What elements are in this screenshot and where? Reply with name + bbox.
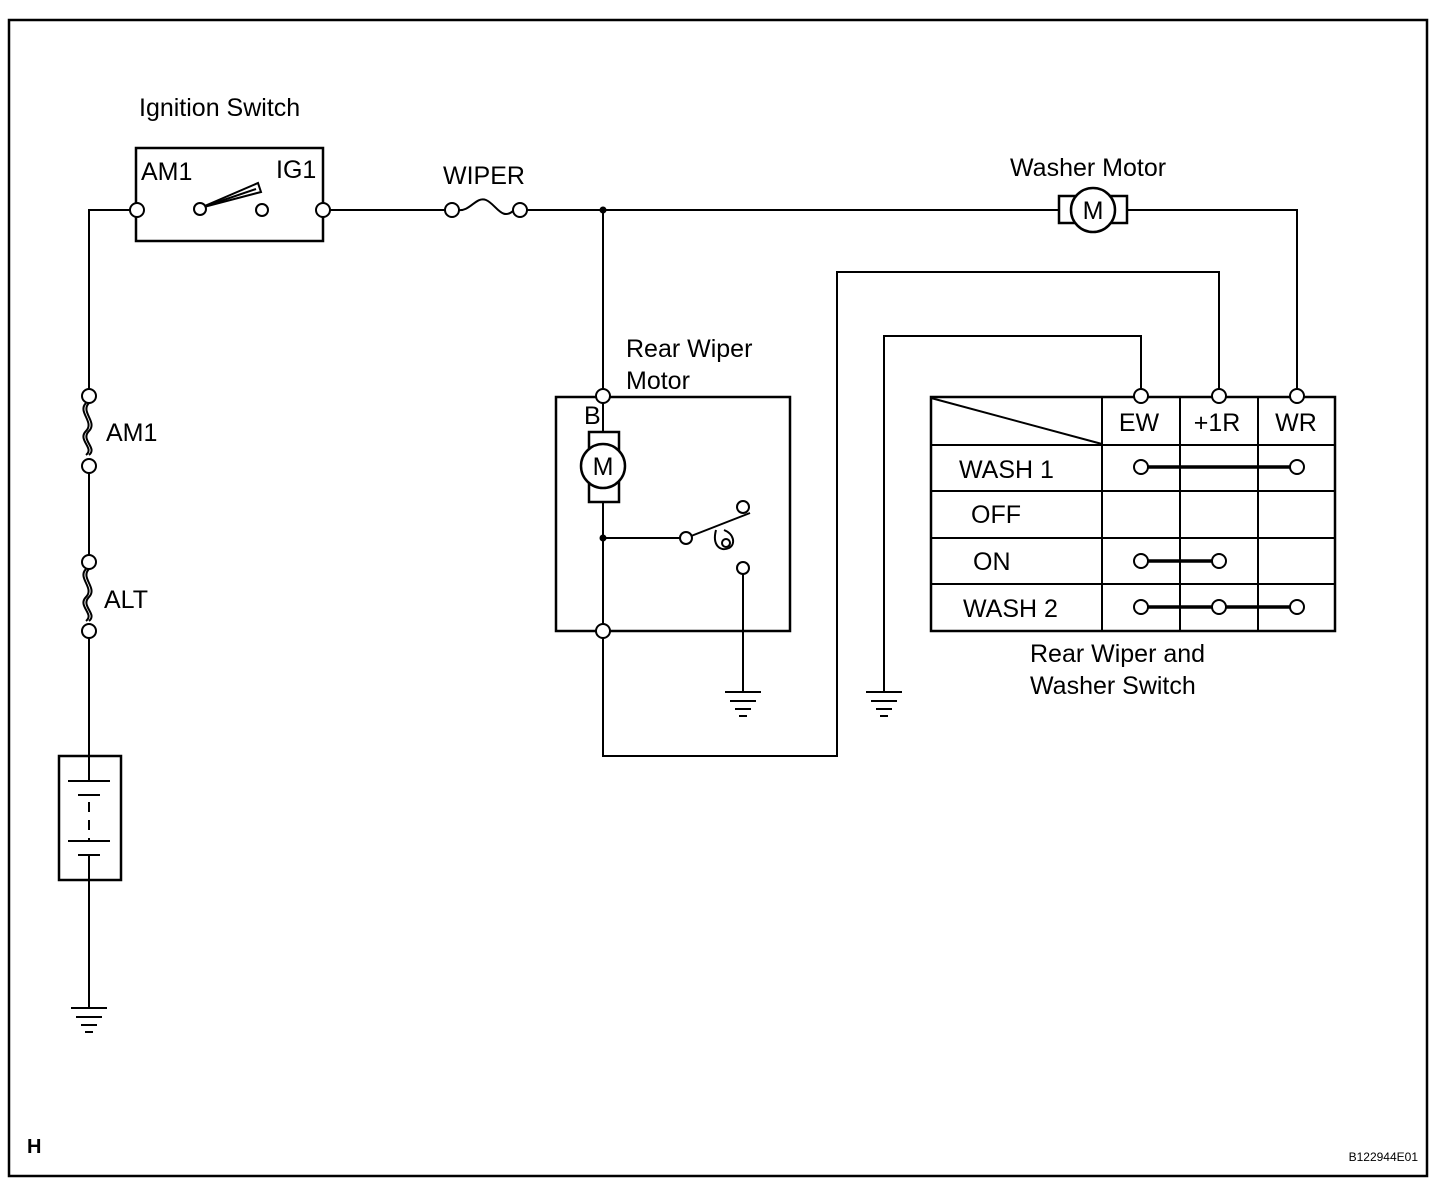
switch-row-on: ON bbox=[973, 548, 1011, 576]
switch-table bbox=[929, 395, 1337, 633]
washer-motor-title: Washer Motor bbox=[1010, 154, 1166, 182]
ground-symbol-battery bbox=[71, 1007, 107, 1033]
fusible-link-alt bbox=[81, 554, 97, 639]
washer-motor bbox=[1057, 186, 1129, 234]
ground-symbol-switch bbox=[866, 691, 902, 717]
continuity-wash1 bbox=[1133, 459, 1305, 475]
switch-row-wash1: WASH 1 bbox=[959, 456, 1054, 484]
washer-motor-symbol: M bbox=[1083, 197, 1104, 225]
ignition-terminal-dot-ig1 bbox=[315, 202, 331, 218]
switch-title-line2: Washer Switch bbox=[1030, 672, 1196, 700]
switch-column-1r: +1R bbox=[1194, 409, 1241, 437]
fusible-link-alt-label: ALT bbox=[104, 586, 148, 614]
corner-code: H bbox=[27, 1136, 41, 1158]
junction-dot bbox=[599, 206, 607, 214]
switch-row-off: OFF bbox=[971, 501, 1021, 529]
rear-wiper-terminal-b: B bbox=[584, 402, 601, 430]
rear-wiper-terminal-b-dot bbox=[595, 388, 611, 404]
ground-symbol-rear-wiper bbox=[725, 691, 761, 717]
switch-terminal-wr bbox=[1289, 388, 1305, 404]
wires bbox=[88, 209, 1298, 1008]
ignition-switch-title: Ignition Switch bbox=[139, 94, 300, 122]
switch-terminal-1r bbox=[1211, 388, 1227, 404]
figure-id: B122944E01 bbox=[1349, 1150, 1419, 1164]
switch-column-wr: WR bbox=[1275, 409, 1317, 437]
switch-row-wash2: WASH 2 bbox=[963, 595, 1058, 623]
ignition-terminal-dot-am1 bbox=[129, 202, 145, 218]
rear-wiper-motor-title-line1: Rear Wiper bbox=[626, 335, 752, 363]
fuse-wiper-label: WIPER bbox=[443, 162, 525, 190]
rear-wiper-ground-terminal-dot bbox=[595, 623, 611, 639]
switch-terminal-ew bbox=[1133, 388, 1149, 404]
ignition-terminal-ig1: IG1 bbox=[276, 156, 316, 184]
switch-column-ew: EW bbox=[1119, 409, 1160, 437]
continuity-on bbox=[1133, 553, 1227, 569]
continuity-wash2 bbox=[1133, 599, 1305, 615]
fusible-link-am1 bbox=[81, 388, 97, 474]
rear-wiper-motor-title-line2: Motor bbox=[626, 367, 690, 395]
ignition-switch bbox=[134, 146, 325, 243]
switch-title-line1: Rear Wiper and bbox=[1030, 640, 1205, 668]
battery bbox=[57, 754, 123, 882]
rear-wiper-motor bbox=[554, 395, 792, 692]
fusible-link-am1-label: AM1 bbox=[106, 419, 157, 447]
fuse-wiper bbox=[444, 198, 528, 218]
rear-wiper-motor-symbol: M bbox=[593, 453, 614, 481]
ignition-terminal-am1: AM1 bbox=[141, 158, 192, 186]
diagram-frame bbox=[7, 18, 1429, 1178]
